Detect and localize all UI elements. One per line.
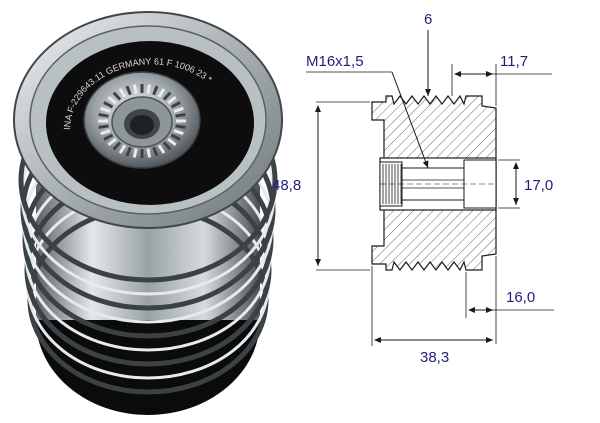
spline-tooth xyxy=(125,146,132,157)
spline-teeth xyxy=(98,84,186,158)
spline-tooth xyxy=(132,148,138,158)
spline-tooth xyxy=(98,113,109,118)
label-thread: M16x1,5 xyxy=(306,53,364,70)
cross-section-drawing: M16x1,5 6 11,7 48,8 17,0 16,0 38,3 xyxy=(272,11,554,366)
spline-tooth xyxy=(175,124,186,129)
spline-tooth xyxy=(112,91,122,101)
label-groove-count: 6 xyxy=(424,11,432,28)
spline-tooth xyxy=(167,96,177,105)
spline-tooth xyxy=(118,144,127,154)
spline-tooth xyxy=(112,141,122,151)
label-offset: 11,7 xyxy=(500,53,528,70)
spline-tooth xyxy=(162,91,172,101)
label-width-small: 16,0 xyxy=(506,289,535,306)
spline-tooth xyxy=(157,88,166,98)
pulley-photo: INA F-229643.11 GERMANY 61 F 1006 23 * xyxy=(13,11,283,415)
spline-tooth xyxy=(103,133,114,141)
spline-tooth xyxy=(146,148,152,158)
spline-tooth xyxy=(175,113,186,118)
spline-tooth xyxy=(146,84,152,94)
spline-tooth xyxy=(157,144,166,154)
spline-tooth xyxy=(100,129,111,136)
label-total-length: 38,3 xyxy=(420,349,449,366)
label-bore-diameter: 17,0 xyxy=(524,177,553,194)
spline-tooth xyxy=(170,101,181,109)
spline-tooth xyxy=(107,137,117,146)
spline-tooth xyxy=(170,133,181,141)
spline-tooth xyxy=(152,85,159,96)
spline-tooth xyxy=(100,106,111,113)
spline-tooth xyxy=(173,129,184,136)
spline-tooth xyxy=(167,137,177,146)
spline-tooth xyxy=(107,96,117,105)
spline-tooth xyxy=(173,106,184,113)
spline-tooth xyxy=(118,88,127,98)
spline-tooth xyxy=(103,101,114,109)
spline-tooth xyxy=(98,124,109,129)
spline-tooth xyxy=(132,84,138,94)
spline-tooth xyxy=(162,141,172,151)
spline-tooth xyxy=(125,85,132,96)
label-outer-diameter: 48,8 xyxy=(272,177,301,194)
spline-tooth xyxy=(152,146,159,157)
